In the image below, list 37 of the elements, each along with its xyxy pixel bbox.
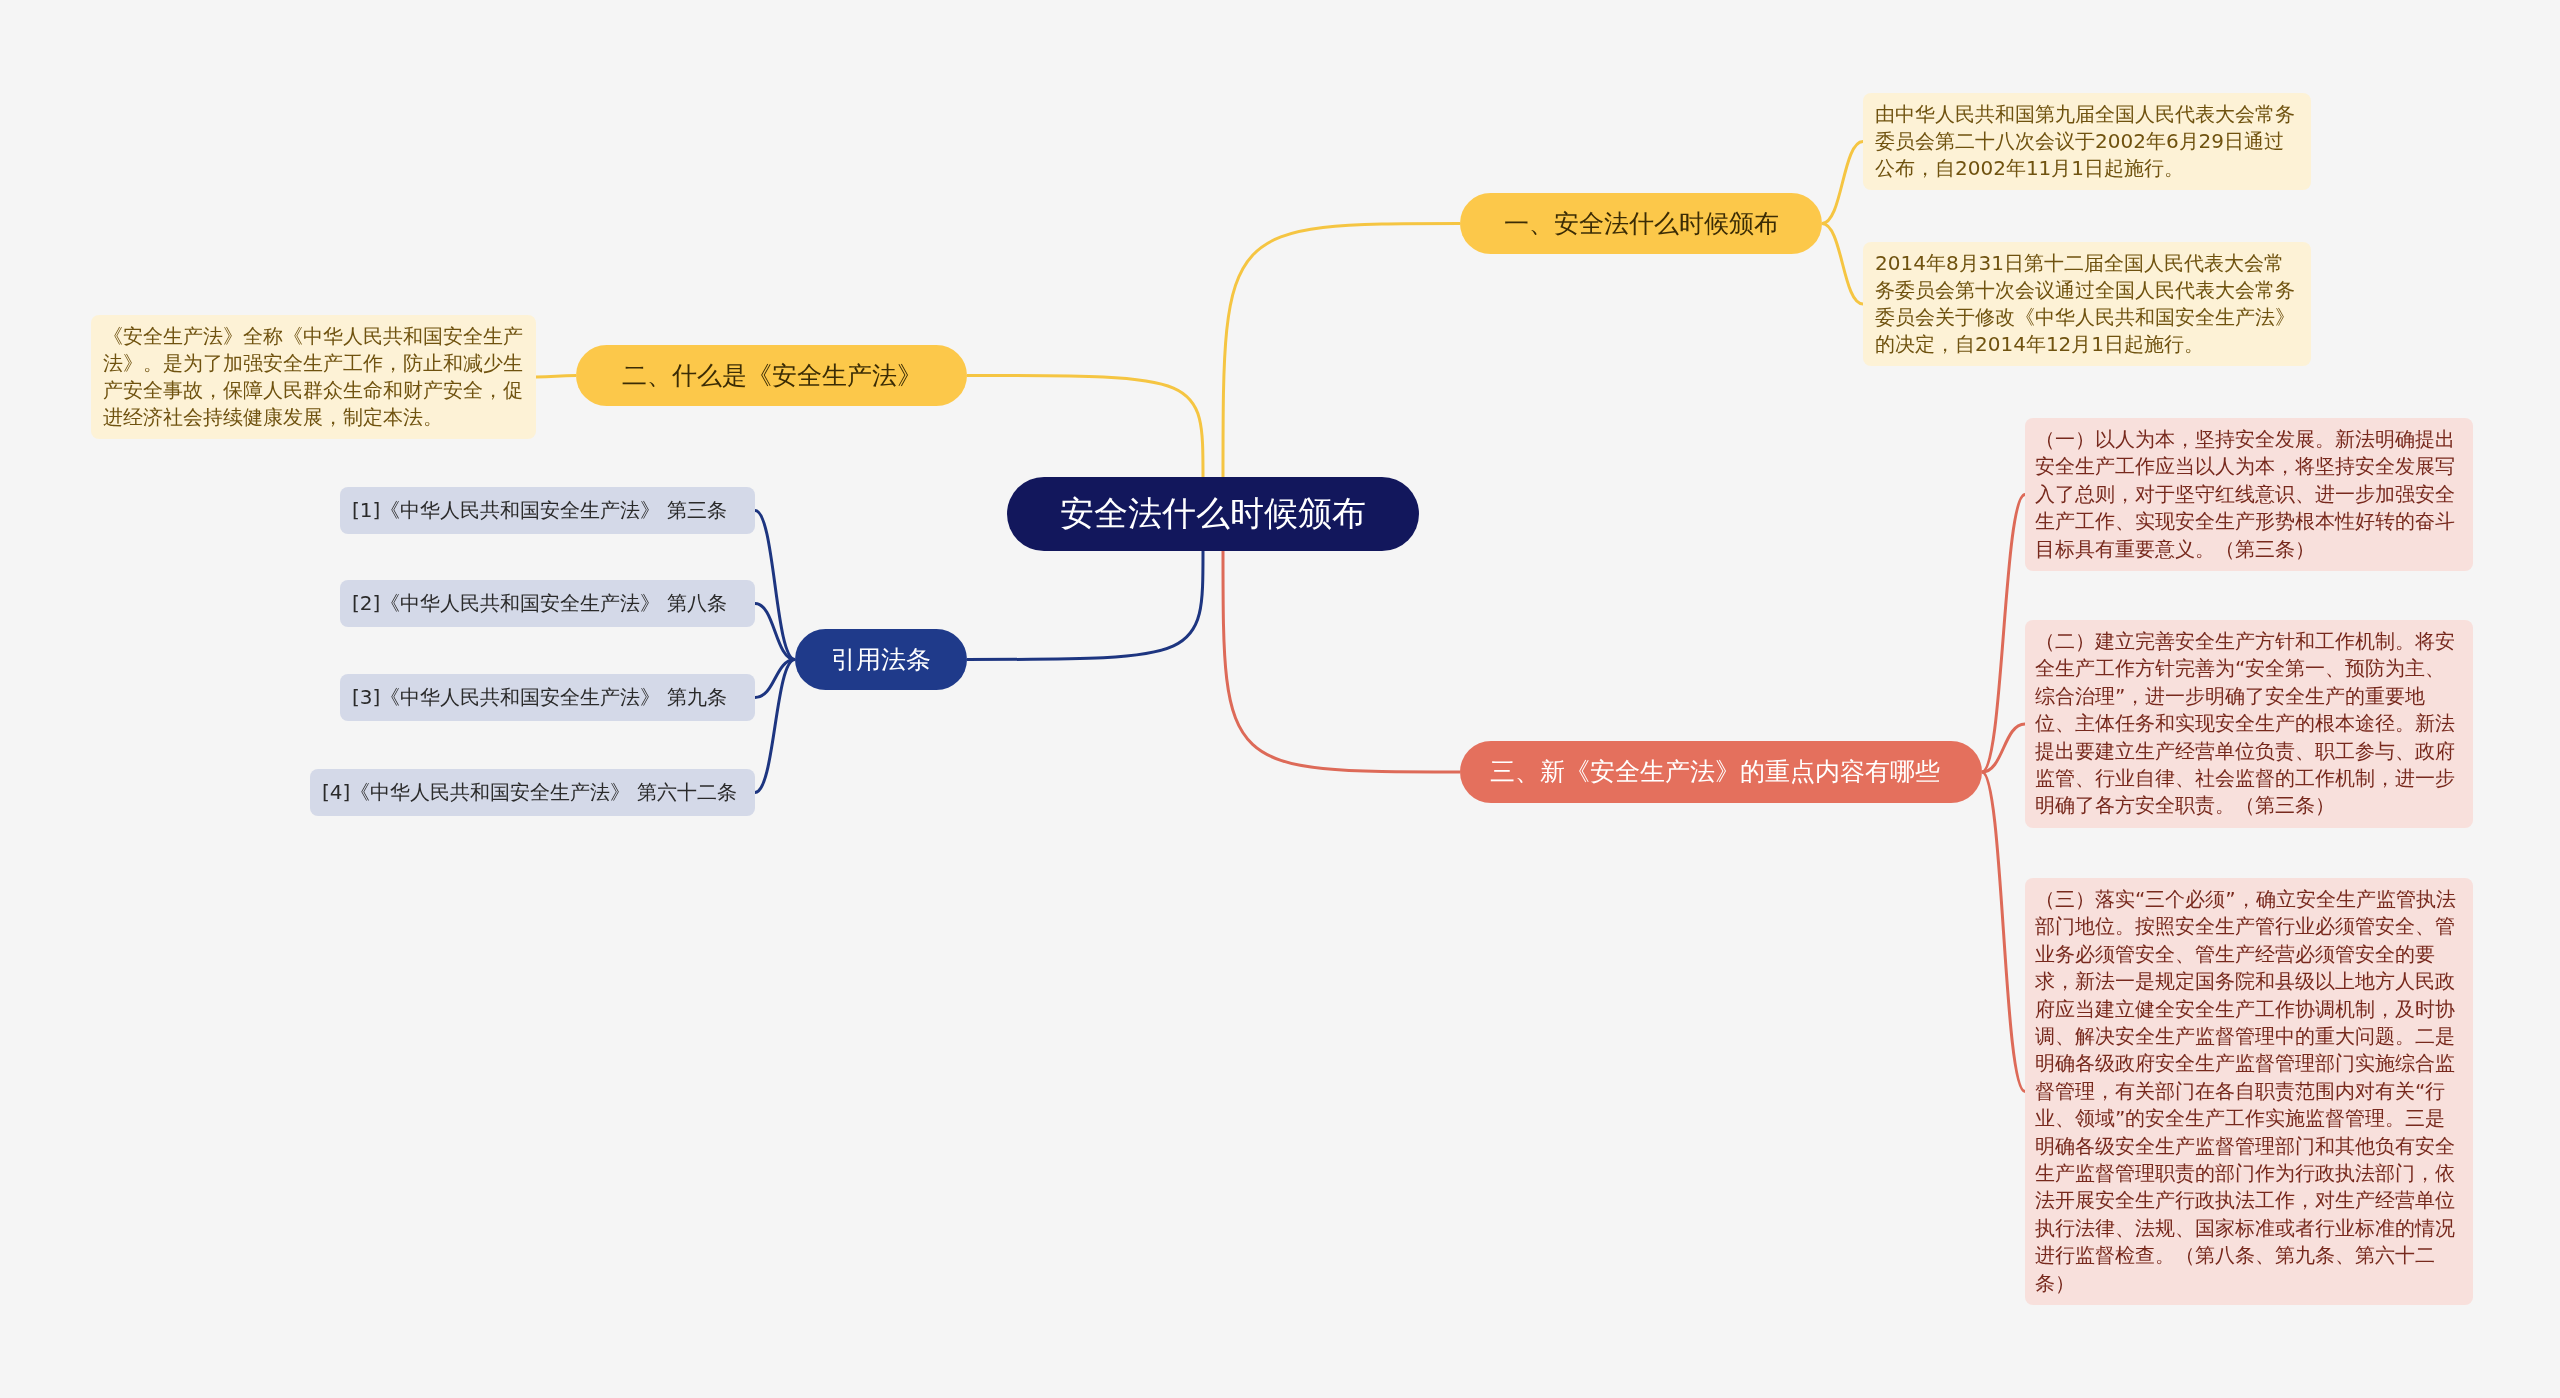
- topic-text: 2014年8月31日第十二届全国人民代表大会常务委员会第十次会议通过全国人民代表大会常务委员会关于修改《中华人民共和国安全生产法》的决定，自2014年12月1日起施行。: [1875, 250, 2296, 358]
- connector: [1221, 551, 1460, 774]
- reference-box: [340, 674, 755, 721]
- topic-box: [795, 629, 967, 690]
- connector: [536, 374, 576, 379]
- topic-text: 二、什么是《安全生产法》: [621, 360, 922, 392]
- connector: [754, 658, 796, 794]
- reference-box: [340, 487, 755, 534]
- connector: [754, 658, 796, 699]
- topic-text: 三、新《安全生产法》的重点内容有哪些: [1490, 756, 1940, 788]
- note-box: [91, 315, 536, 439]
- connector: [967, 551, 1205, 661]
- topic-text: （二）建立完善安全生产方针和工作机制。将安全生产工作方针完善为“安全第一、预防为主、综合治理”，进一步明确了安全生产的重要地位、主体任务和实现安全生产的根本途径。新法提出要建立生产经营单位负责、职工参与、政府监管、行业自律、社会监督的工作机制，进一步明确了各方安全职责。（第三条）: [2035, 628, 2456, 820]
- topic-text: 引用法条: [831, 644, 931, 676]
- connector: [967, 374, 1205, 477]
- connector: [754, 509, 796, 661]
- topic-text: （一）以人为本，坚持安全发展。新法明确提出安全生产工作应当以人为本，将坚持安全发展写入了总则，对于坚守红线意识、进一步加强安全生产工作、实现安全生产形势根本性好转的奋斗目标具有重要意义。（第三条）: [2035, 426, 2456, 563]
- topic-text: [4]《中华人民共和国安全生产法》 第六十二条: [322, 779, 737, 806]
- topic-text: 《安全生产法》全称《中华人民共和国安全生产法》。是为了加强安全生产工作，防止和减少生产安全事故，保障人民群众生命和财产安全，促进经济社会持续健康发展，制定本法。: [103, 323, 524, 431]
- reference-box: [310, 769, 755, 816]
- connector: [1821, 222, 1864, 306]
- topic-text: （三）落实“三个必须”，确立安全生产监管执法部门地位。按照安全生产管行业必须管安全、管业务必须管安全、管生产经营必须管安全的要求，新法一是规定国务院和县级以上地方人民政府应当建立健全安全生产工作协调机制，及时协调、解决安全生产监督管理中的重大问题。二是明确各级政府安全生产监督管理部门实施综合监督管理，有关部门在各自职责范围内对有关“行业、领域”的安全生产工作实施监督管理。三是明确各级安全生产监督管理部门和其他负有安全生产监督管理职责的部门作为行政执法部门，依法开展安全生产行政执法工作，对生产经营单位执行法律、法规、国家标准或者行业标准的情况进行监督检查。（第八条、第九条、第六十二条）: [2035, 886, 2457, 1297]
- topic-text: [1]《中华人民共和国安全生产法》 第三条: [352, 497, 727, 524]
- note-box: [2025, 418, 2473, 572]
- connector: [1221, 222, 1460, 477]
- connector: [1980, 771, 2027, 1093]
- reference-box: [340, 580, 755, 627]
- topic-text: [2]《中华人民共和国安全生产法》 第八条: [352, 590, 727, 617]
- note-box: [1863, 242, 2311, 366]
- topic-text: 安全法什么时候颁布: [1060, 492, 1366, 535]
- topic-text: [3]《中华人民共和国安全生产法》 第九条: [352, 684, 727, 711]
- topic-text: 由中华人民共和国第九届全国人民代表大会常务委员会第二十八次会议于2002年6月29日通过公布，自2002年11月1日起施行。: [1875, 101, 2296, 182]
- topic-text: 一、安全法什么时候颁布: [1503, 208, 1779, 240]
- topic-box: [576, 345, 967, 406]
- note-box: [1863, 93, 2311, 190]
- connector: [1821, 140, 1864, 225]
- topic-box: [1460, 193, 1822, 254]
